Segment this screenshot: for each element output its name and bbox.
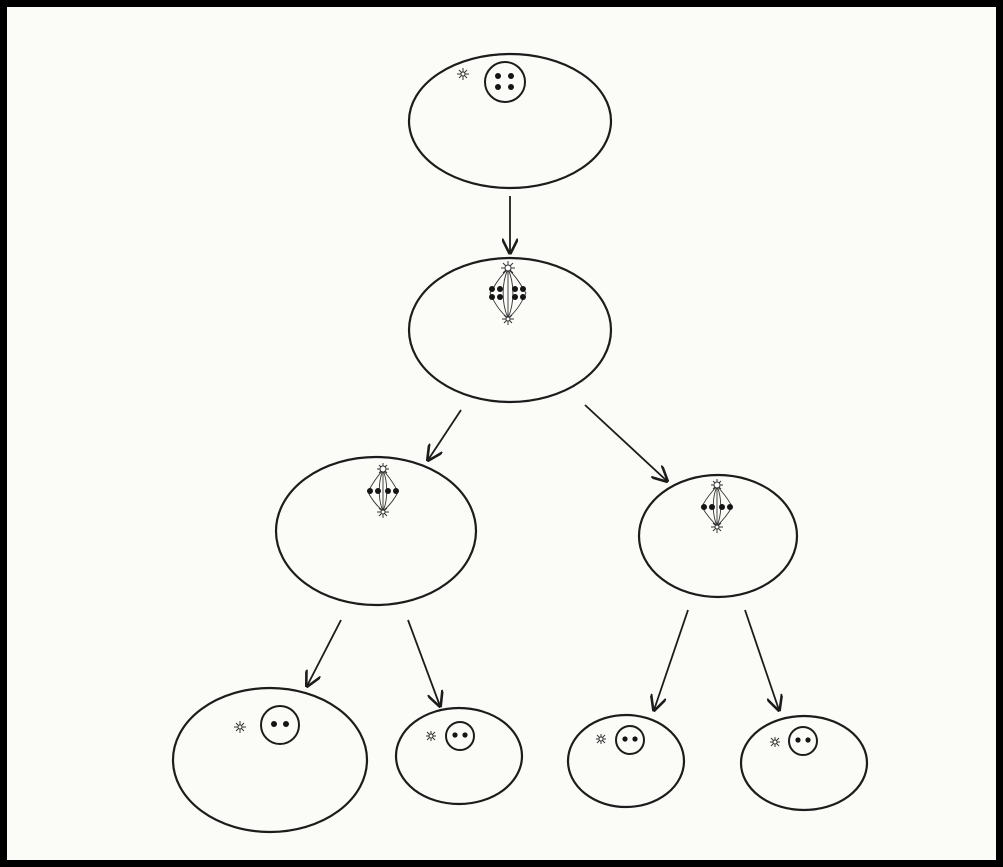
nucleus (485, 62, 525, 102)
chromosomes (795, 737, 810, 742)
mitotic-spindle (490, 269, 526, 318)
arrow-division-to-left (428, 410, 461, 460)
arrow-right-to-cell-4-3 (654, 610, 688, 710)
nucleus (789, 727, 817, 755)
centrosome-icon (596, 734, 606, 744)
centrosome-icon (457, 68, 469, 80)
arrow-right-to-cell-4-4 (745, 610, 779, 710)
aster-bottom-icon (711, 521, 723, 533)
cell-left-daughter (276, 457, 476, 605)
chromosomes (452, 732, 467, 737)
aster-top-icon (711, 479, 723, 491)
arrow-division-to-right (585, 405, 667, 481)
chromosomes (489, 286, 526, 300)
chromosomes (622, 736, 637, 741)
centrosome-icon (770, 737, 780, 747)
aster-top-icon (377, 463, 389, 475)
cell-4-4 (741, 716, 867, 810)
arrow-left-to-cell-4-1 (307, 620, 341, 686)
arrow-left-to-cell-4-2 (408, 620, 440, 706)
cell-4-2 (396, 708, 522, 804)
centrosome-icon (426, 731, 436, 741)
cell-membrane (409, 258, 611, 402)
aster-top-icon (501, 261, 515, 275)
nucleus (446, 722, 474, 750)
cell-4-3 (568, 715, 684, 807)
nucleus (261, 706, 299, 744)
aster-bottom-icon (377, 506, 389, 518)
cell-membrane (568, 715, 684, 807)
centrosome-icon (234, 721, 246, 733)
cell-4-1 (173, 688, 367, 832)
chromosomes (271, 721, 289, 727)
cell-membrane (741, 716, 867, 810)
arrows (307, 196, 779, 710)
cell-first-division (409, 258, 611, 402)
nucleus (616, 726, 644, 754)
cell-membrane (639, 475, 797, 597)
cell-right-daughter (639, 475, 797, 597)
chromosomes (495, 73, 514, 90)
cell-zygote (409, 54, 611, 188)
